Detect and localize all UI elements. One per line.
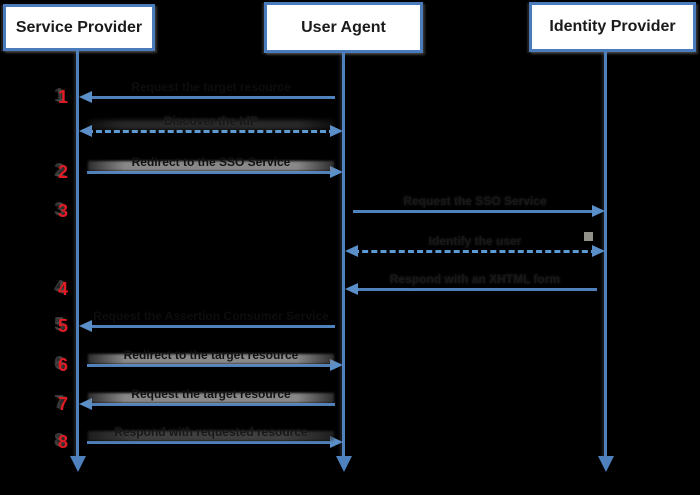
arrowhead-right-icon <box>592 205 605 217</box>
message-label: Redirect to the SSO Service <box>131 155 291 169</box>
lifeline-user-agent <box>342 53 345 458</box>
arrowhead-left-icon <box>345 245 358 257</box>
arrowhead-right-icon <box>330 125 343 137</box>
message-line <box>353 210 597 213</box>
arrowhead-left-icon <box>345 283 358 295</box>
arrowhead-right-icon <box>592 245 605 257</box>
step-number: 1 <box>57 87 68 107</box>
lifeline-end-arrow-icon <box>598 456 614 472</box>
lifeline-service-provider <box>76 51 79 458</box>
step-number: 3 <box>57 201 68 221</box>
message-line <box>87 364 335 367</box>
actor-box-service-provider: Service Provider <box>3 4 155 51</box>
arrowhead-left-icon <box>79 91 92 103</box>
message-label: Respond with an XHTML form <box>389 272 561 286</box>
actor-box-identity-provider: Identity Provider <box>529 2 696 52</box>
step-number: 7 <box>57 394 68 414</box>
message-line-dashed <box>87 130 335 133</box>
lifeline-end-arrow-icon <box>336 456 352 472</box>
message-line <box>87 403 335 406</box>
step-number: 2 <box>57 162 68 182</box>
lifeline-identity-provider <box>604 52 607 458</box>
actor-label-service-provider: Service Provider <box>15 18 143 36</box>
step-number: 5 <box>57 316 68 336</box>
step-number: 4 <box>57 279 68 299</box>
step-number: 8 <box>57 432 68 452</box>
arrowhead-left-icon <box>79 320 92 332</box>
highlight-band <box>88 393 334 403</box>
highlight-band <box>88 120 334 130</box>
message-line <box>87 441 335 444</box>
message-line <box>87 325 335 328</box>
message-label: Request the Assertion Consumer Service <box>93 309 329 323</box>
message-line <box>87 171 335 174</box>
message-label: Request the SSO Service <box>403 194 547 208</box>
message-label: Identify the user <box>428 234 522 248</box>
step-number: 6 <box>57 355 68 375</box>
actor-label-user-agent: User Agent <box>301 18 386 36</box>
lifeline-end-arrow-icon <box>70 456 86 472</box>
arrowhead-left-icon <box>79 125 92 137</box>
highlight-band <box>88 431 334 441</box>
message-label: Respond with requested resource <box>114 425 308 439</box>
message-line <box>353 288 597 291</box>
message-label: Discover the IdP <box>163 114 259 128</box>
highlight-band <box>88 354 334 364</box>
artifact-square <box>584 232 593 241</box>
actor-box-user-agent: User Agent <box>264 2 423 53</box>
highlight-band <box>88 161 334 171</box>
message-label: Redirect to the target resource <box>123 348 299 362</box>
message-line-dashed <box>353 250 597 253</box>
message-line <box>87 96 335 99</box>
message-label: Request the target resource <box>131 387 291 401</box>
message-label: Request the target resource <box>131 80 291 94</box>
actor-label-identity-provider: Identity Provider <box>549 18 676 35</box>
